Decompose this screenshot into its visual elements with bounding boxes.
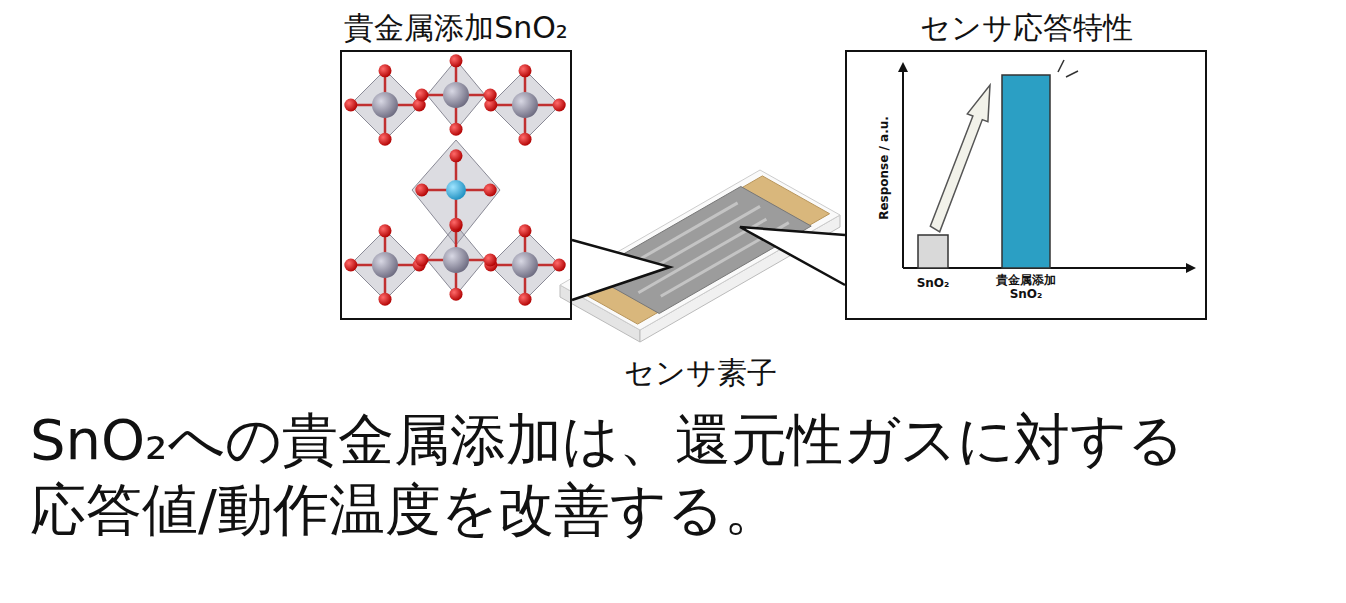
oxygen-atom — [450, 54, 463, 67]
picture-frame: 貴金属添加SnO₂ — [340, 50, 572, 320]
callout-wedge — [572, 240, 670, 300]
axis-label: Response / a.u. — [877, 116, 891, 220]
frame-heading: 貴金属添加SnO₂ — [344, 10, 568, 46]
oxygen-atom — [484, 184, 497, 197]
spark-mark — [1066, 71, 1078, 77]
oxygen-atom — [379, 133, 392, 146]
octahedron — [412, 140, 500, 245]
oxygen-atom — [450, 123, 463, 136]
oxygen-atom — [519, 64, 532, 77]
oxygen-atom — [379, 64, 392, 77]
bar-label: SnO₂ — [917, 276, 950, 290]
octahedron — [490, 70, 560, 140]
bar-label: 貴金属添加 SnO₂ — [984, 273, 1068, 302]
dopant-atom — [446, 180, 466, 200]
axis-arrow — [1186, 263, 1196, 273]
increase-arrow — [930, 85, 990, 232]
tin-atom — [443, 247, 469, 273]
oxygen-atom — [553, 99, 566, 112]
tin-atom — [372, 92, 398, 118]
oxygen-atom — [519, 293, 532, 306]
oxygen-atom — [379, 293, 392, 306]
callout-wedge — [740, 227, 845, 285]
axis-arrow — [898, 62, 908, 72]
oxygen-atom — [344, 99, 357, 112]
oxygen-atom — [415, 89, 428, 102]
octahedron — [490, 230, 560, 300]
tin-atom — [512, 252, 538, 278]
oxygen-atom — [484, 254, 497, 267]
oxygen-atom — [450, 149, 463, 162]
oxygen-atom — [415, 184, 428, 197]
oxygen-atom — [553, 259, 566, 272]
spark-mark — [1058, 60, 1064, 72]
octahedron — [350, 230, 420, 300]
oxygen-atom — [415, 254, 428, 267]
tin-atom — [372, 252, 398, 278]
oxygen-atom — [344, 259, 357, 272]
oxygen-atom — [484, 89, 497, 102]
bar — [918, 235, 948, 268]
bar-chart — [898, 60, 1196, 273]
octahedron — [350, 70, 420, 140]
y-axis — [902, 66, 904, 268]
tin-atom — [443, 82, 469, 108]
sensing-film — [589, 187, 811, 314]
crystal-structure — [344, 54, 565, 305]
oxygen-atom — [519, 133, 532, 146]
frame-heading: センサ応答特性 — [920, 10, 1133, 46]
oxygen-atom — [519, 224, 532, 237]
part-label: センサ素子 — [624, 355, 777, 391]
oxygen-atom — [450, 218, 463, 231]
caption: SnO₂への貴金属添加は、還元性ガスに対する 応答値/動作温度を改善する。 — [30, 405, 1330, 545]
bar — [1002, 75, 1050, 268]
tin-atom — [512, 92, 538, 118]
oxygen-atom — [379, 224, 392, 237]
oxygen-atom — [450, 288, 463, 301]
callout-wedges — [572, 227, 845, 300]
